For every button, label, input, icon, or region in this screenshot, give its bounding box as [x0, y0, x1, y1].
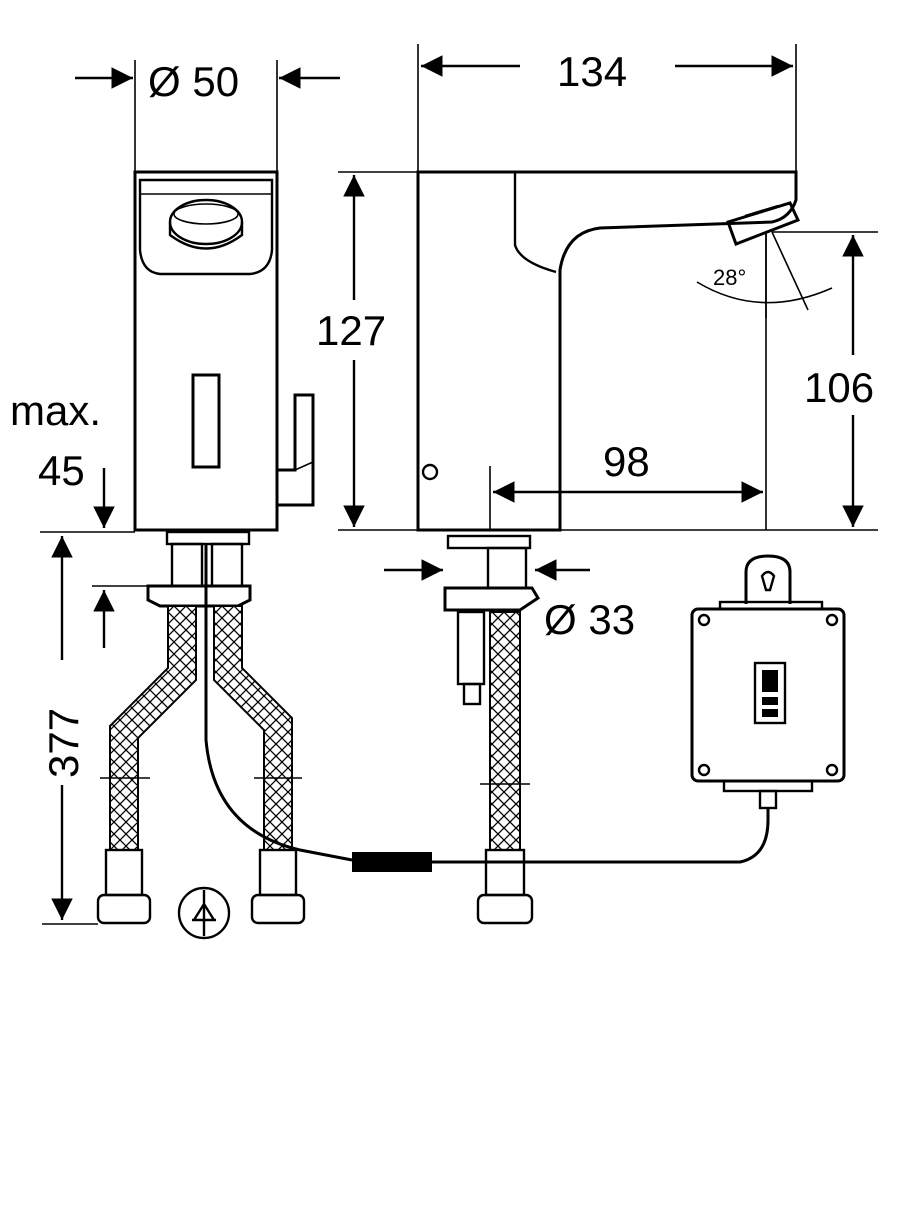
- dim-max-label: max.: [10, 387, 101, 434]
- side-body: [416, 170, 798, 532]
- sensor-window: [138, 178, 274, 276]
- cable-connector: [352, 852, 432, 872]
- dim-hose-length: 377: [40, 708, 87, 778]
- dim-body-height: 127: [316, 307, 386, 354]
- sticker-icon: [753, 661, 787, 725]
- dim-overall-length: 134: [557, 48, 627, 95]
- side-lever: [275, 393, 315, 507]
- hose-left: [109, 605, 197, 851]
- control-box: [690, 554, 846, 810]
- front-view: [96, 170, 353, 940]
- check-valve-symbol-icon: [177, 886, 231, 940]
- mounting-plate: [146, 584, 252, 608]
- side-dimensions: 134 127 106 98 Ø 33 28°: [316, 44, 878, 643]
- hose-right: [213, 605, 293, 851]
- dim-spout-height: 106: [804, 364, 874, 411]
- sensor-cable: [204, 544, 353, 862]
- front-dimensions: Ø 50 max. 45 377: [10, 58, 340, 925]
- side-hose: [489, 611, 521, 851]
- dim-max-value: 45: [38, 447, 85, 494]
- side-view: [352, 170, 801, 925]
- dim-body-diameter: Ø 50: [148, 58, 239, 105]
- sensor-eye: [421, 463, 439, 481]
- dim-shank-diameter: Ø 33: [544, 596, 635, 643]
- side-mounting-plate: [443, 586, 541, 612]
- dim-spray-angle: 28°: [713, 265, 746, 290]
- front-body: [133, 170, 279, 532]
- sensor-slot: [191, 373, 221, 469]
- dim-spout-reach: 98: [603, 438, 650, 485]
